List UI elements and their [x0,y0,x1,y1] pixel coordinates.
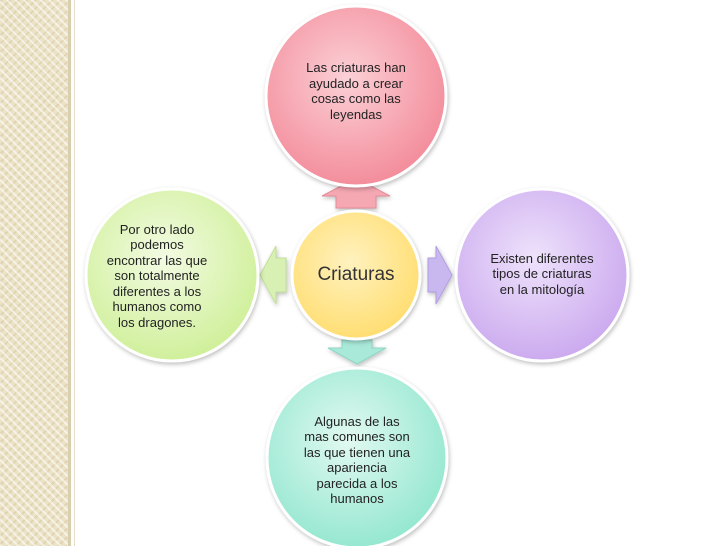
node-right-label: Existen diferentes tipos de criaturas en… [490,250,594,297]
circle-center [290,209,422,341]
circle-left [84,187,260,363]
node-bottom-label: Algunas de las mas comunes son las que t… [303,413,411,507]
sidebar-divider [68,0,71,546]
arrow-down [327,339,387,365]
sidebar-divider-thin [74,0,75,546]
node-top-label: Las criaturas han ayudado a crear cosas … [306,60,406,122]
arrow-left [259,245,287,305]
arrow-up [321,177,391,209]
decorative-sidebar [0,0,68,546]
circle-bottom [265,366,449,546]
arrow-right [427,245,453,305]
center-label: Criaturas [317,264,395,286]
circle-right [454,187,630,363]
node-left-label: Por otro lado podemos encontrar las que … [106,221,208,330]
circle-top [264,4,448,188]
